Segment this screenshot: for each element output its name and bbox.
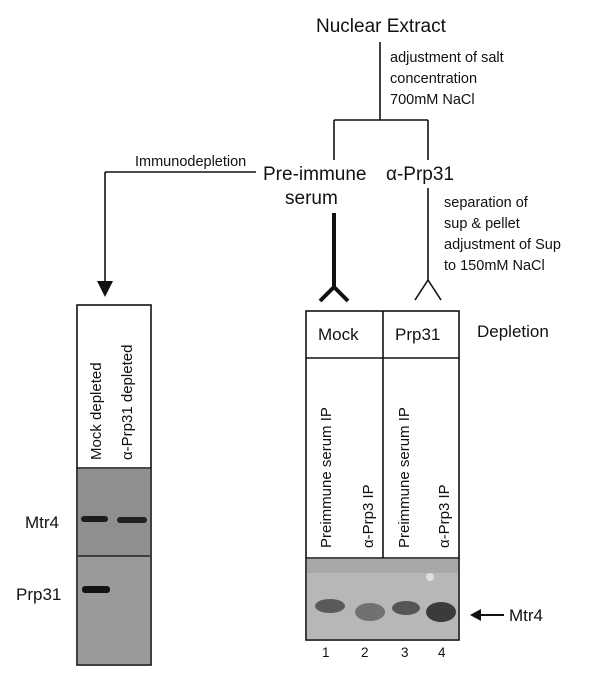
preimmune-serum-label-line-2: serum <box>285 188 338 209</box>
band-lane-1 <box>315 599 345 613</box>
nuclear-extract-label: Nuclear Extract <box>316 16 447 37</box>
band-prp31-mock <box>82 586 110 593</box>
separation-note-line-3: adjustment of Sup <box>444 237 561 253</box>
lane-label-2: α-Prp3 IP <box>360 484 377 548</box>
row-label-prp31: Prp31 <box>16 585 61 604</box>
salt-note-line-1: adjustment of salt <box>390 50 504 66</box>
salt-note-line-2: concentration <box>390 71 477 87</box>
band-mtr4-mock <box>81 516 108 522</box>
row-label-mtr4: Mtr4 <box>25 513 59 532</box>
left-blot-prp31-row <box>78 556 150 664</box>
lane-number-1: 1 <box>322 645 330 660</box>
left-blot-mtr4-row <box>78 469 150 556</box>
mtr4-band-label: Mtr4 <box>509 606 543 625</box>
immunodepletion-label: Immunodepletion <box>135 154 246 170</box>
lane-label-3: Preimmune serum IP <box>396 407 413 548</box>
flow-connector-lines <box>333 42 429 160</box>
depletion-label: Depletion <box>477 322 549 341</box>
left-blot-frame <box>76 304 152 666</box>
salt-note-line-3: 700mM NaCl <box>390 92 475 108</box>
lane-label-1: Preimmune serum IP <box>318 407 335 548</box>
lane-label-4: α-Prp3 IP <box>436 484 453 548</box>
preimmune-fork-arrow <box>318 213 350 303</box>
left-blot-panel: Mock depleted α-Prp31 depleted Mtr4 Prp3… <box>16 304 152 666</box>
alpha-prp31-fork-arrow <box>414 188 442 301</box>
mtr4-band-arrow <box>470 609 504 621</box>
lane-number-3: 3 <box>401 645 409 660</box>
band-mtr4-depleted <box>117 517 147 523</box>
alpha-prp31-label: α-Prp31 <box>386 164 454 185</box>
band-lane-4 <box>426 602 456 622</box>
band-lane-3 <box>392 601 420 615</box>
group-label-prp31: Prp31 <box>395 325 440 344</box>
separation-note-line-4: to 150mM NaCl <box>444 258 545 274</box>
separation-note-line-2: sup & pellet <box>444 216 520 232</box>
separation-note-line-1: separation of <box>444 195 529 211</box>
preimmune-serum-label-line-1: Pre-immune <box>263 164 366 185</box>
immunodepletion-arrow <box>97 171 256 297</box>
group-label-mock: Mock <box>318 325 359 344</box>
lane-label-mock-depleted: Mock depleted <box>88 362 105 460</box>
lane-number-2: 2 <box>361 645 369 660</box>
band-lane-2 <box>355 603 385 621</box>
lane-number-4: 4 <box>438 645 446 660</box>
right-blot-panel: Mock Prp31 Depletion Preimmune serum IP … <box>305 310 549 660</box>
lane-label-prp31-depleted: α-Prp31 depleted <box>119 345 136 460</box>
